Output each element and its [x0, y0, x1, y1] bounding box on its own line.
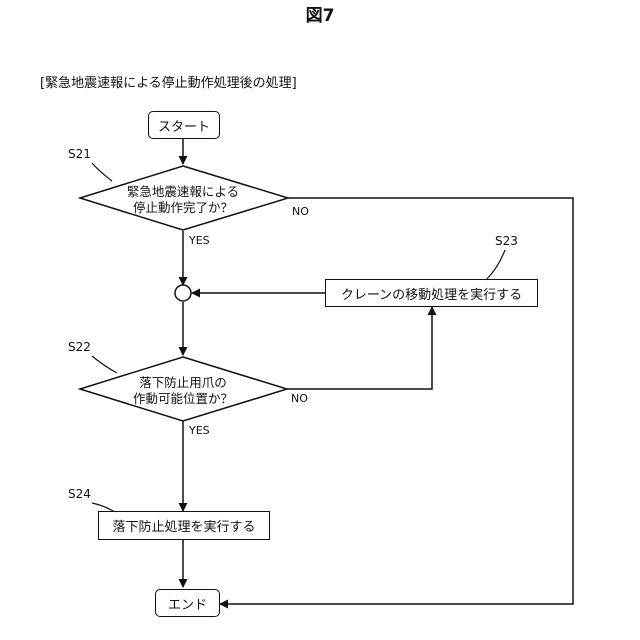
start-node: スタート	[148, 111, 220, 139]
arrow-decision1-no	[220, 198, 573, 604]
branch-yes-2: YES	[189, 424, 210, 437]
crane-process-node: クレーンの移動処理を実行する	[325, 279, 538, 307]
decision2-line1: 落下防止用爪の	[113, 375, 253, 391]
fall-process-label: 落下防止処理を実行する	[112, 516, 255, 535]
leader-s23	[486, 250, 505, 280]
start-label: スタート	[158, 116, 210, 135]
step-label-s24: S24	[68, 487, 91, 501]
crane-process-label: クレーンの移動処理を実行する	[341, 284, 522, 303]
decision2-line2: 作動可能位置か？	[113, 391, 253, 407]
diagram-caption: [緊急地震速報による停止動作処理後の処理]	[40, 76, 297, 92]
branch-no-2: NO	[291, 392, 308, 405]
decision1-line1: 緊急地震速報による	[113, 184, 253, 200]
decision2-text: 落下防止用爪の 作動可能位置か？	[113, 375, 253, 408]
branch-yes-1: YES	[189, 234, 210, 247]
arrow-decision2-no	[287, 307, 432, 389]
decision1-text: 緊急地震速報による 停止動作完了か？	[113, 184, 253, 217]
end-node: エンド	[155, 589, 220, 617]
junction-circle	[175, 285, 191, 301]
end-label: エンド	[168, 594, 207, 613]
figure-title: 図7	[0, 6, 640, 26]
step-label-s22: S22	[68, 340, 91, 354]
step-label-s23: S23	[495, 234, 518, 248]
leader-s22	[92, 356, 117, 373]
leader-s21	[92, 163, 112, 181]
branch-no-1: NO	[292, 205, 309, 218]
step-label-s21: S21	[68, 147, 91, 161]
decision1-line2: 停止動作完了か？	[113, 200, 253, 216]
fall-process-node: 落下防止処理を実行する	[98, 511, 270, 540]
